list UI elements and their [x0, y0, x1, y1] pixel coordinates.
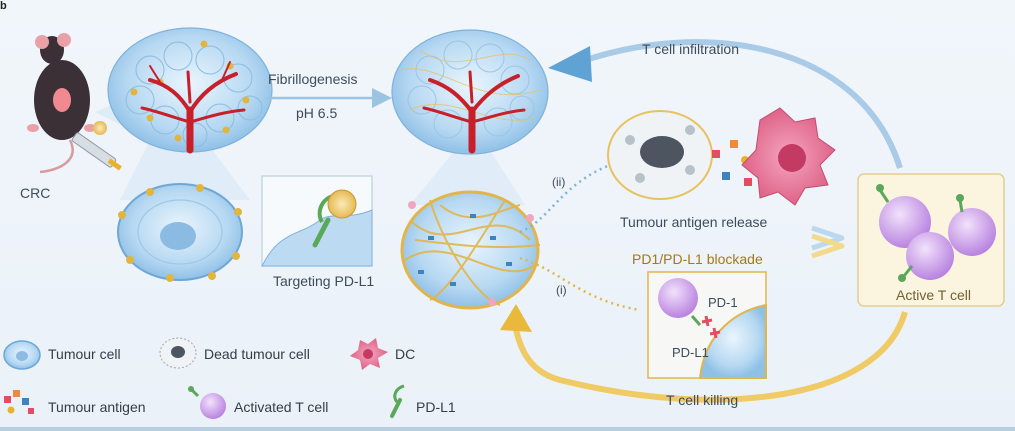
- legend-dc-icon: [350, 338, 388, 370]
- path-ii-dotted: [519, 163, 611, 234]
- panel-letter: b: [0, 0, 7, 12]
- legend-tumour-antigen-label: Tumour antigen: [48, 399, 146, 415]
- targeting-pdl1-label: Targeting PD-L1: [273, 273, 375, 289]
- t-cell-killing-label: T cell killing: [666, 392, 739, 408]
- dendritic-cell: [741, 107, 836, 206]
- tumour-cluster-left: [107, 27, 273, 154]
- legend-pdl1-label: PD-L1: [416, 399, 456, 415]
- path-i-label: (i): [556, 283, 567, 297]
- tumour-cluster-centre: [391, 29, 549, 155]
- pd1-pdl1-blockade-label: PD1/PD-L1 blockade: [632, 251, 763, 267]
- t-cell-infiltration-label: T cell infiltration: [642, 41, 740, 57]
- ph-label: pH 6.5: [296, 105, 338, 121]
- legend-dead-tumour-cell-label: Dead tumour cell: [204, 346, 310, 362]
- syringe-icon: [71, 121, 122, 171]
- fibrillogenesis-label: Fibrillogenesis: [268, 71, 358, 87]
- pdl1-zoom-inset: [261, 175, 373, 267]
- legend-activated-t-cell-label: Activated T cell: [234, 399, 329, 415]
- tumour-antigen-release-label: Tumour antigen release: [620, 214, 768, 230]
- fibril-coated-tumour-cell: [400, 190, 541, 310]
- pd1-label: PD-1: [708, 295, 738, 310]
- t-cell-infiltration-arrow: [579, 39, 903, 169]
- legend-tumour-cell-icon: [3, 340, 41, 370]
- legend-dc-label: DC: [395, 346, 416, 362]
- tumour-cell-left: [117, 183, 243, 282]
- path-i-dotted: [519, 256, 641, 312]
- legend-tumour-antigen-icon: [4, 390, 34, 414]
- active-t-cell-panel: [857, 173, 1005, 307]
- t-cell-killing-arrow: [512, 311, 908, 403]
- bottom-border: [0, 427, 1015, 431]
- legend-activated-t-cell-icon: [188, 386, 226, 419]
- legend-pdl1-icon: [390, 384, 405, 418]
- legend-tumour-cell-label: Tumour cell: [48, 346, 121, 362]
- legend-dead-tumour-cell-icon: [159, 337, 197, 369]
- active-t-cell-label: Active T cell: [896, 287, 971, 303]
- mouse-icon: [27, 33, 96, 174]
- pdl1-inset-label: PD-L1: [672, 345, 709, 360]
- dead-tumour-cell: [607, 110, 713, 200]
- blood-vessel-icon: [140, 61, 246, 154]
- crc-label: CRC: [20, 185, 51, 201]
- pd1-pdl1-inset: [647, 271, 767, 379]
- path-ii-label: (ii): [552, 175, 566, 189]
